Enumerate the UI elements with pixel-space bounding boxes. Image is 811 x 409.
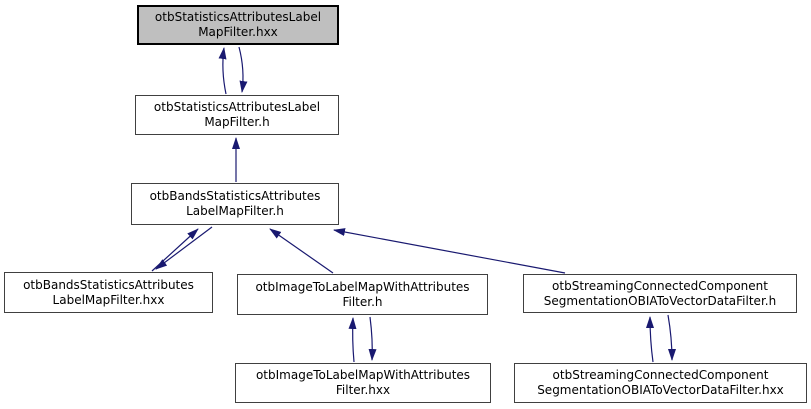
node-label-line: Filter.h <box>342 294 383 309</box>
node-label-line: LabelMapFilter.hxx <box>52 292 165 307</box>
node-otbImageToLabelMapWithAttributesFilter-hxx[interactable]: otbImageToLabelMapWithAttributes Filter.… <box>235 363 491 403</box>
node-otbStreamingConnectedComponentSegmentationOBIAToVectorDataFilter-hxx[interactable]: otbStreamingConnectedComponent Segmentat… <box>514 363 807 403</box>
edge-stats-hxx-to-stats-h <box>238 46 248 93</box>
edge-streaming-hxx-to-streaming-h <box>646 316 655 363</box>
edge-stats-h-to-stats-hxx <box>218 47 227 95</box>
node-otbStreamingConnectedComponentSegmentationOBIAToVectorDataFilter-h[interactable]: otbStreamingConnectedComponent Segmentat… <box>523 274 797 313</box>
edge-bands-hxx-to-bands-h <box>151 228 199 272</box>
node-otbBandsStatisticsAttributesLabelMapFilter-h[interactable]: otbBandsStatisticsAttributes LabelMapFil… <box>131 183 339 225</box>
edge-streaming-h-to-bands-h <box>333 228 566 274</box>
node-label-line: SegmentationOBIAToVectorDataFilter.hxx <box>537 383 784 397</box>
node-otbImageToLabelMapWithAttributesFilter-h[interactable]: otbImageToLabelMapWithAttributes Filter.… <box>237 274 488 315</box>
node-label-line: LabelMapFilter.h <box>186 204 284 218</box>
node-label-line: otbBandsStatisticsAttributes <box>23 277 194 292</box>
node-label-line: SegmentationOBIAToVectorDataFilter.h <box>543 293 777 308</box>
node-label-line: Filter.hxx <box>335 383 391 397</box>
edge-image-hxx-to-image-h <box>348 317 357 363</box>
node-label-line: otbStatisticsAttributesLabel <box>154 10 322 24</box>
node-label-line: otbBandsStatisticsAttributes <box>149 189 321 203</box>
node-label-line: MapFilter.h <box>204 115 270 129</box>
node-label-line: otbStreamingConnectedComponent <box>552 278 768 293</box>
edge-image-h-to-image-hxx <box>368 316 377 361</box>
node-label-line: otbStatisticsAttributesLabel <box>153 100 321 114</box>
node-otbStatisticsAttributesLabelMapFilter-h[interactable]: otbStatisticsAttributesLabel MapFilter.h <box>135 95 339 135</box>
node-label-line: otbImageToLabelMapWithAttributes <box>255 368 471 382</box>
edge-streaming-h-to-streaming-hxx <box>667 314 676 361</box>
node-label-line: MapFilter.hxx <box>198 25 278 39</box>
edge-bands-h-to-bands-hxx <box>155 226 213 270</box>
node-otbBandsStatisticsAttributesLabelMapFilter-hxx[interactable]: otbBandsStatisticsAttributes LabelMapFil… <box>4 272 213 313</box>
node-otbStatisticsAttributesLabelMapFilter-hxx[interactable]: otbStatisticsAttributesLabel MapFilter.h… <box>137 5 339 45</box>
node-label-line: otbImageToLabelMapWithAttributes <box>255 279 470 294</box>
edge-image-h-to-bands-h <box>269 228 334 274</box>
node-label-line: otbStreamingConnectedComponent <box>552 368 769 382</box>
